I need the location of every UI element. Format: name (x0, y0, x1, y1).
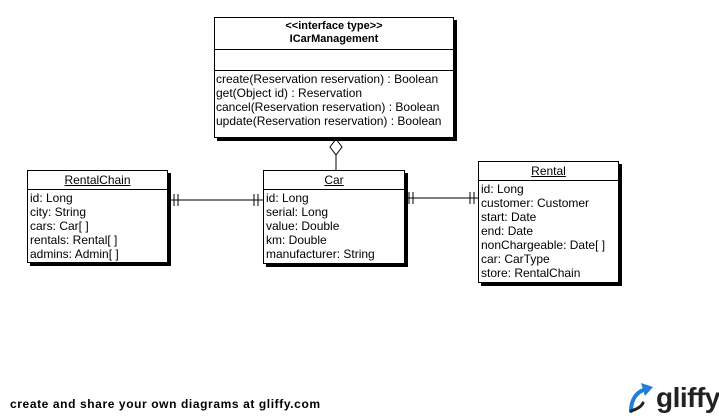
attribute-row: id: Long (481, 182, 524, 196)
operation-row: create(Reservation reservation) : Boolea… (216, 72, 439, 86)
gliffy-logo[interactable]: gliffy (627, 381, 719, 417)
interface-name: ICarManagement (289, 33, 379, 45)
attribute-row: serial: Long (266, 205, 329, 219)
attribute-row: manufacturer: String (266, 247, 375, 261)
attribute-row: id: Long (30, 191, 73, 205)
class-car[interactable]: Car id: Long serial: Long value: Double … (263, 170, 405, 264)
class-header: Car (264, 171, 404, 190)
interface-header: <<interface type>> ICarManagement (215, 18, 453, 50)
class-attributes: id: Long customer: Customer start: Date … (479, 181, 618, 282)
attribute-row: cars: Car[ ] (30, 219, 89, 233)
attribute-row: car: CarType (481, 252, 550, 266)
interface-icarmanagement[interactable]: <<interface type>> ICarManagement create… (214, 17, 454, 138)
attribute-row: id: Long (266, 191, 309, 205)
attribute-row: customer: Customer (481, 196, 590, 210)
attribute-row: km: Double (266, 233, 327, 247)
class-attributes: id: Long city: String cars: Car[ ] renta… (28, 190, 167, 263)
operation-row: update(Reservation reservation) : Boolea… (216, 114, 442, 128)
class-name: Rental (531, 164, 566, 178)
attribute-row: end: Date (481, 224, 534, 238)
footer-promo-link[interactable]: create and share your own diagrams at gl… (10, 397, 321, 411)
gliffy-wordmark: gliffy (656, 382, 719, 413)
attribute-row: rentals: Rental[ ] (30, 233, 118, 247)
class-name: Car (324, 173, 344, 187)
attribute-row: admins: Admin[ ] (30, 247, 119, 261)
class-rentalchain[interactable]: RentalChain id: Long city: String cars: … (27, 170, 168, 263)
operation-row: get(Object id) : Reservation (216, 86, 363, 100)
class-attributes: id: Long serial: Long value: Double km: … (264, 190, 404, 263)
class-rental[interactable]: Rental id: Long customer: Customer start… (478, 161, 619, 283)
attribute-row: start: Date (481, 210, 537, 224)
gliffy-arrow-icon (629, 383, 653, 413)
operation-row: cancel(Reservation reservation) : Boolea… (216, 100, 440, 114)
attribute-row: value: Double (266, 219, 340, 233)
attribute-row: store: RentalChain (481, 266, 581, 280)
attribute-row: nonChargeable: Date[ ] (481, 238, 606, 252)
class-header: Rental (479, 162, 618, 181)
interface-stereotype: <<interface type>> (285, 20, 383, 32)
interface-attributes-section (215, 50, 453, 71)
attribute-row: city: String (30, 205, 87, 219)
class-header: RentalChain (28, 171, 167, 190)
composition-diamond (329, 138, 343, 156)
interface-operations: create(Reservation reservation) : Boolea… (215, 71, 453, 130)
class-name: RentalChain (64, 173, 131, 187)
